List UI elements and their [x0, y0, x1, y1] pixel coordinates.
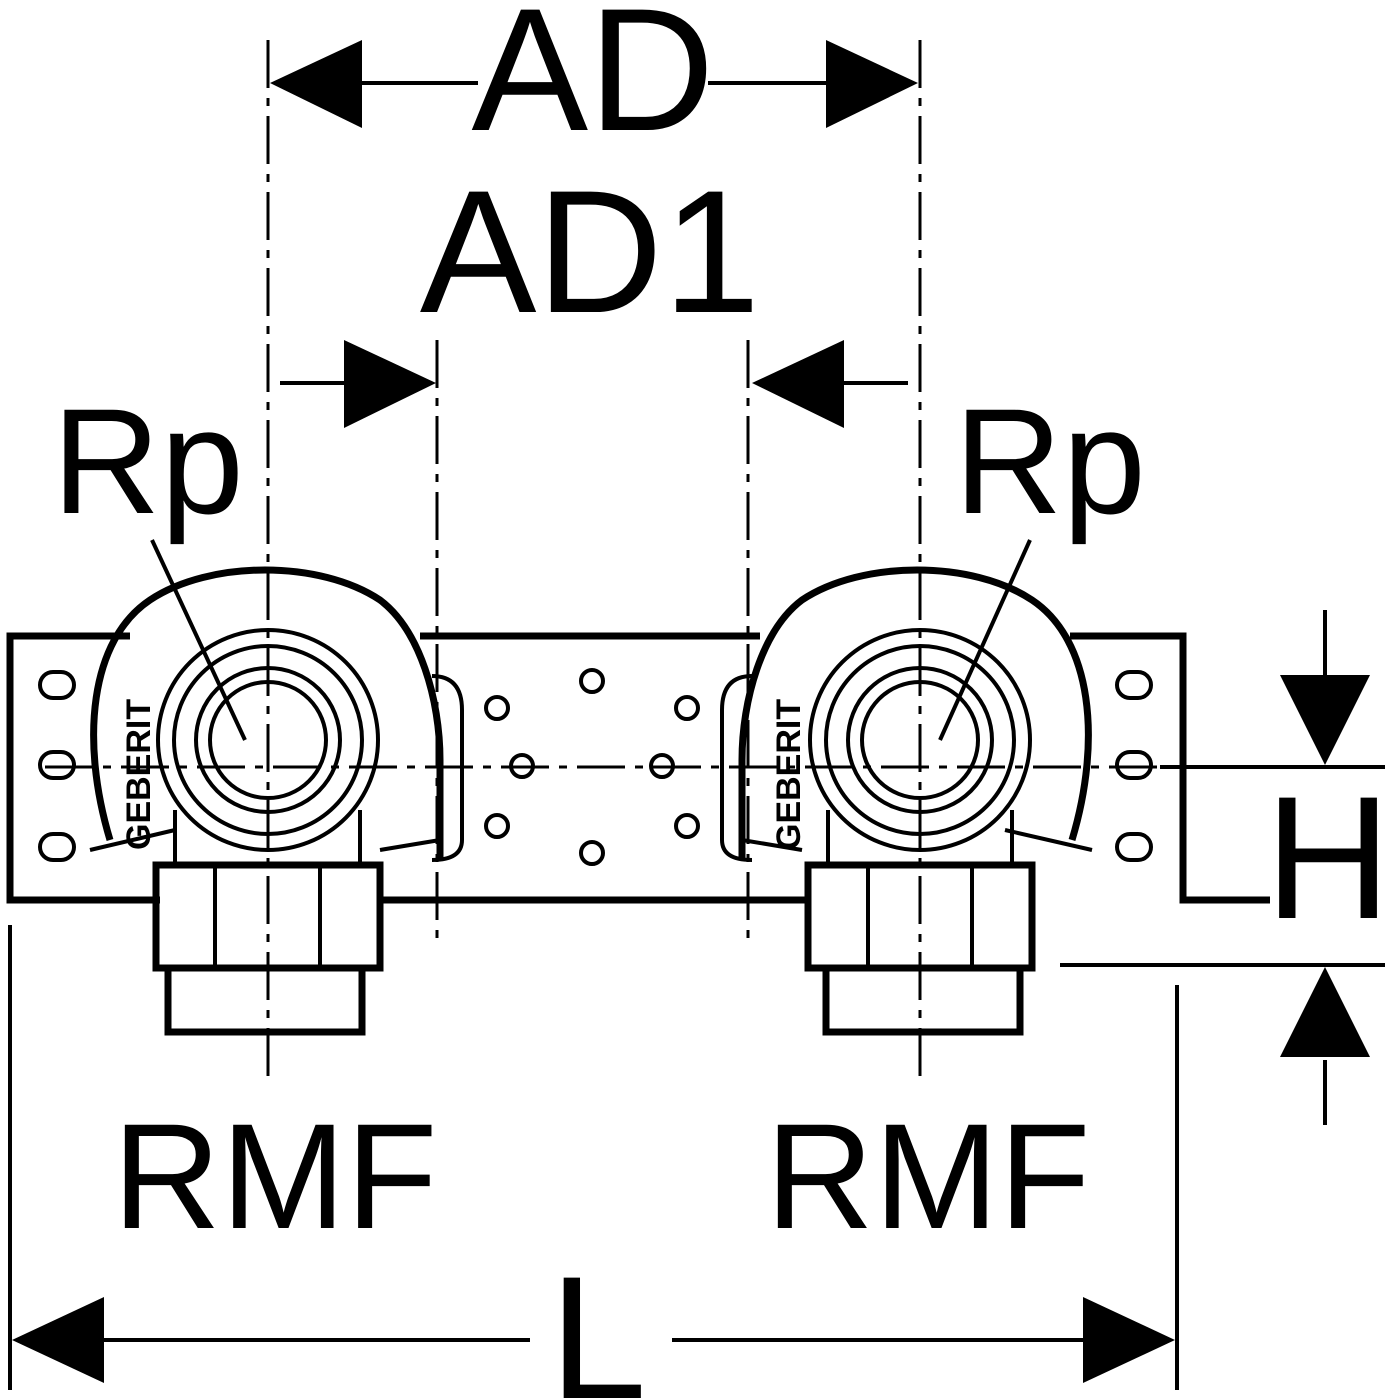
slot-hole — [1115, 832, 1153, 862]
plate-hole — [674, 695, 700, 721]
arrow-right — [826, 40, 918, 128]
plate-hole — [674, 813, 700, 839]
plate-hole — [484, 813, 510, 839]
arrow-right — [1083, 1297, 1175, 1383]
mounting-plate — [6, 632, 1270, 904]
arrow-right — [344, 340, 436, 428]
plate-hole — [579, 840, 605, 866]
dimension-ad: AD — [270, 0, 918, 168]
slot-hole — [38, 670, 76, 700]
part-labels: Rp Rp RMF RMF — [52, 377, 1146, 1260]
label-rmf-left: RMF — [113, 1092, 438, 1260]
brand-logo: GEBERIT — [770, 699, 808, 850]
slot-hole — [1115, 750, 1153, 780]
label-l: L — [549, 1241, 646, 1400]
arrow-left — [270, 40, 362, 128]
center-lines — [45, 40, 1160, 1080]
label-ad: AD — [471, 0, 714, 168]
arrow-left — [752, 340, 844, 428]
dimension-h: H — [1060, 610, 1391, 1125]
plate-hole — [579, 668, 605, 694]
label-ad1: AD1 — [420, 155, 760, 350]
label-rp-left: Rp — [52, 377, 244, 545]
arrow-down — [1280, 675, 1370, 765]
arrow-up — [1280, 967, 1370, 1057]
dimension-l: L — [8, 925, 1179, 1400]
brand-logo: GEBERIT — [120, 699, 158, 850]
arrow-left — [12, 1297, 104, 1383]
plate-hole — [484, 695, 510, 721]
slot-hole — [1115, 670, 1153, 700]
slot-hole — [38, 750, 76, 780]
dimension-ad1: AD1 — [280, 155, 908, 428]
label-rp-right: Rp — [954, 377, 1146, 545]
slot-hole — [38, 832, 76, 862]
label-h: H — [1265, 761, 1391, 956]
right-elbow-fitting: GEBERIT — [738, 566, 1093, 1036]
label-rmf-right: RMF — [766, 1092, 1091, 1260]
left-elbow-fitting: GEBERIT — [89, 566, 444, 1036]
